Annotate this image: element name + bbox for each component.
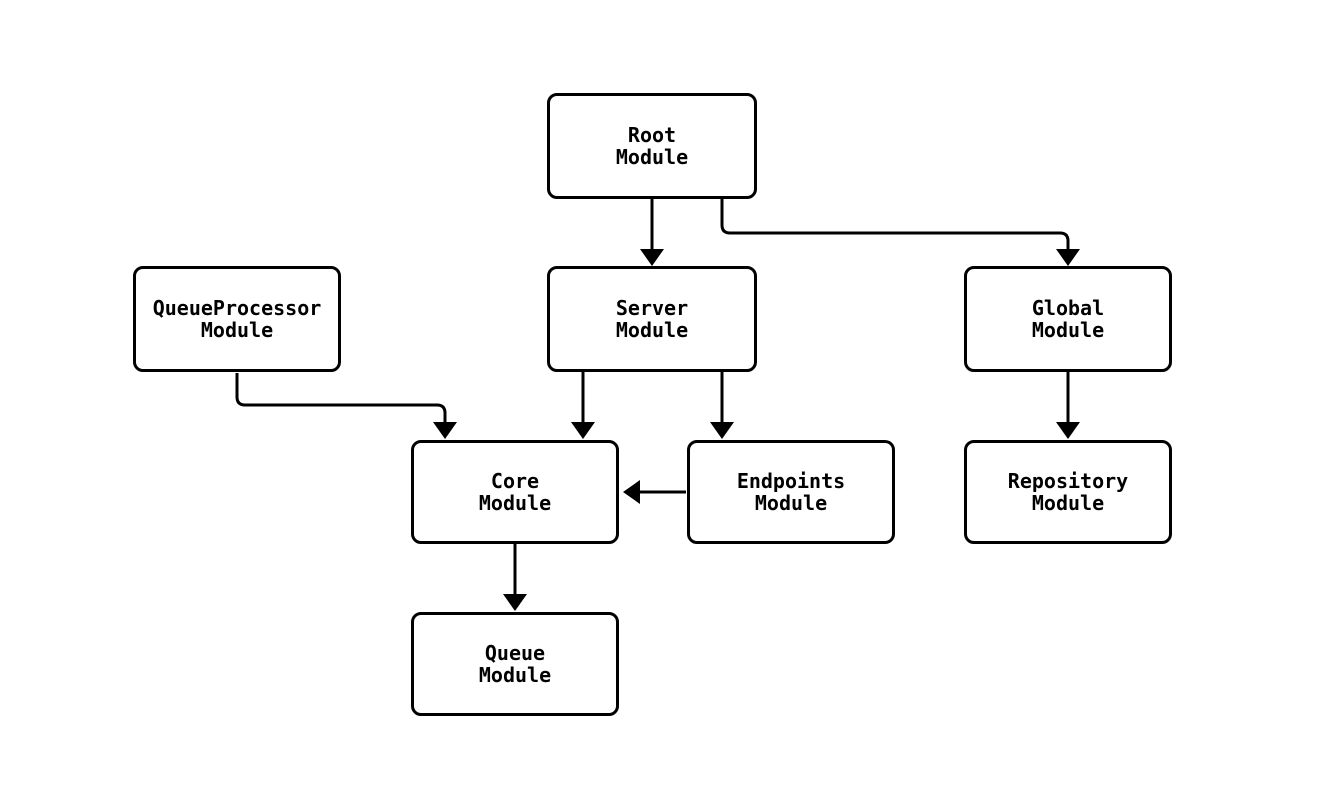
edge-root-global: [720, 199, 1080, 266]
edge-server-core: [571, 372, 595, 439]
edge-root-server: [640, 199, 664, 266]
node-label: Module: [200, 318, 274, 342]
node-core-module: Core Module: [411, 440, 619, 544]
node-label: Module: [478, 663, 552, 687]
node-root-module: Root Module: [547, 93, 757, 199]
edge-endpoints-core: [623, 480, 686, 504]
node-label: Global: [1031, 296, 1105, 320]
node-repository-module: Repository Module: [964, 440, 1172, 544]
node-endpoints-module: Endpoints Module: [687, 440, 895, 544]
node-label: QueueProcessor: [152, 296, 322, 320]
node-label: Module: [615, 145, 689, 169]
node-label: Server: [615, 296, 689, 320]
edge-core-queue: [503, 544, 527, 611]
node-label: Endpoints: [736, 469, 846, 493]
node-label: Core: [490, 469, 540, 493]
node-label: Repository: [1007, 469, 1129, 493]
node-queueprocessor-module: QueueProcessor Module: [133, 266, 341, 372]
node-label: Module: [478, 491, 552, 515]
node-label: Queue: [484, 641, 546, 665]
node-label: Module: [615, 318, 689, 342]
node-global-module: Global Module: [964, 266, 1172, 372]
edge-global-repository: [1056, 372, 1080, 439]
node-queue-module: Queue Module: [411, 612, 619, 716]
edge-server-endpoints: [710, 372, 734, 439]
node-label: Module: [754, 491, 828, 515]
node-label: Module: [1031, 318, 1105, 342]
edge-queueprocessor-core: [235, 373, 457, 439]
node-label: Module: [1031, 491, 1105, 515]
node-server-module: Server Module: [547, 266, 757, 372]
node-label: Root: [627, 123, 677, 147]
